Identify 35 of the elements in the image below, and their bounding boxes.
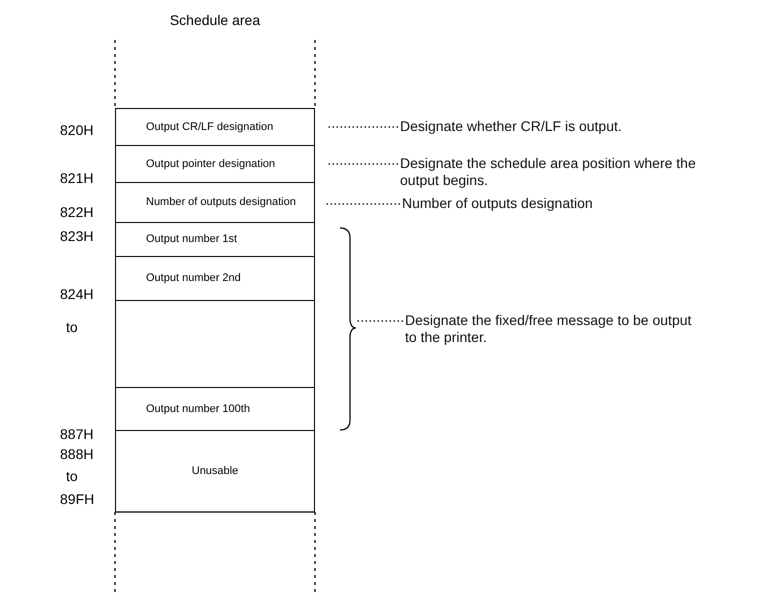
address-label: 822H [60, 204, 94, 220]
note-text: Designate the fixed/free message to be output to the printer. [405, 312, 705, 346]
memory-cell [115, 430, 315, 512]
cell-text: Output pointer designation [145, 158, 276, 170]
address-label: 823H [60, 228, 94, 244]
address-label: to [66, 319, 78, 335]
bracket [340, 227, 357, 431]
cell-text: Unusable [192, 465, 238, 478]
address-label: to [66, 468, 78, 484]
note-text: Designate the schedule area position where the output begins. [400, 155, 700, 189]
title: Schedule area [168, 12, 262, 28]
address-label: 887H [60, 426, 94, 442]
leader-line [326, 203, 400, 205]
memory-cell [115, 108, 315, 145]
leader-line [357, 320, 403, 322]
memory-cell [115, 182, 315, 222]
memory-cell [115, 145, 315, 182]
address-label: 888H [60, 446, 94, 462]
cell-text: Output number 2nd [145, 272, 241, 285]
memory-cell [115, 222, 315, 256]
address-label: 820H [60, 122, 94, 138]
note-text: Designate whether CR/LF is output. [400, 118, 640, 135]
leader-line [326, 126, 398, 128]
address-label: 824H [60, 286, 94, 302]
memory-cell [115, 387, 315, 430]
address-label: 89FH [60, 491, 94, 507]
cell-text: Number of outputs designation [145, 196, 296, 209]
cell-text: Output number 1st [145, 233, 238, 246]
memory-cell [115, 300, 315, 387]
address-label: 821H [60, 170, 94, 186]
cell-text: Output CR/LF designation [145, 120, 274, 134]
note-text: Number of outputs designation [402, 195, 702, 212]
memory-cell [115, 256, 315, 300]
cell-text: Output number 100th [145, 402, 250, 416]
leader-line [326, 163, 398, 165]
